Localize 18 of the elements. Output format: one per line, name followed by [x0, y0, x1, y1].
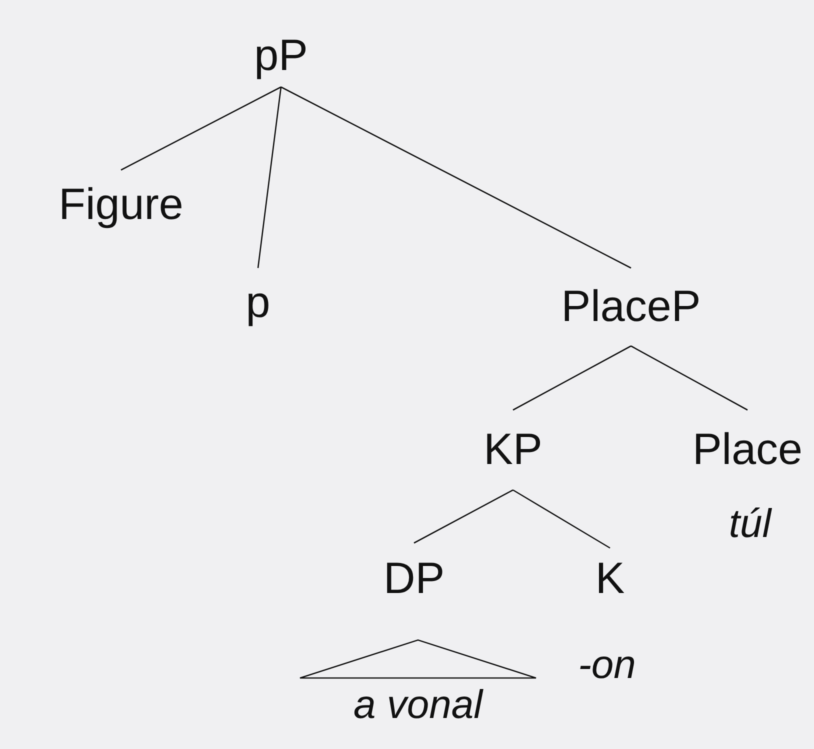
- tree-branch: [280, 86, 632, 269]
- tree-branch: [257, 86, 282, 268]
- tree-branch: [512, 489, 610, 549]
- tree-node-label: KP: [484, 425, 542, 475]
- tree-branch: [414, 489, 514, 544]
- tree-node-label: DP: [383, 554, 445, 604]
- gloss-text: -on: [578, 642, 636, 688]
- tree-node-label: a vonal: [354, 682, 482, 729]
- tree-node-label: Place: [692, 425, 803, 475]
- tree-node-label: pP: [254, 31, 308, 81]
- tree-node-label: PlaceP: [561, 282, 701, 332]
- tree-node-label: K: [595, 554, 625, 604]
- tree-branch: [512, 345, 632, 411]
- tree-branch: [630, 345, 748, 411]
- tree-node-label: p: [246, 278, 270, 328]
- tree-node-label: Figure: [58, 180, 184, 230]
- gloss-text: túl: [728, 501, 772, 547]
- tree-branch: [120, 86, 282, 171]
